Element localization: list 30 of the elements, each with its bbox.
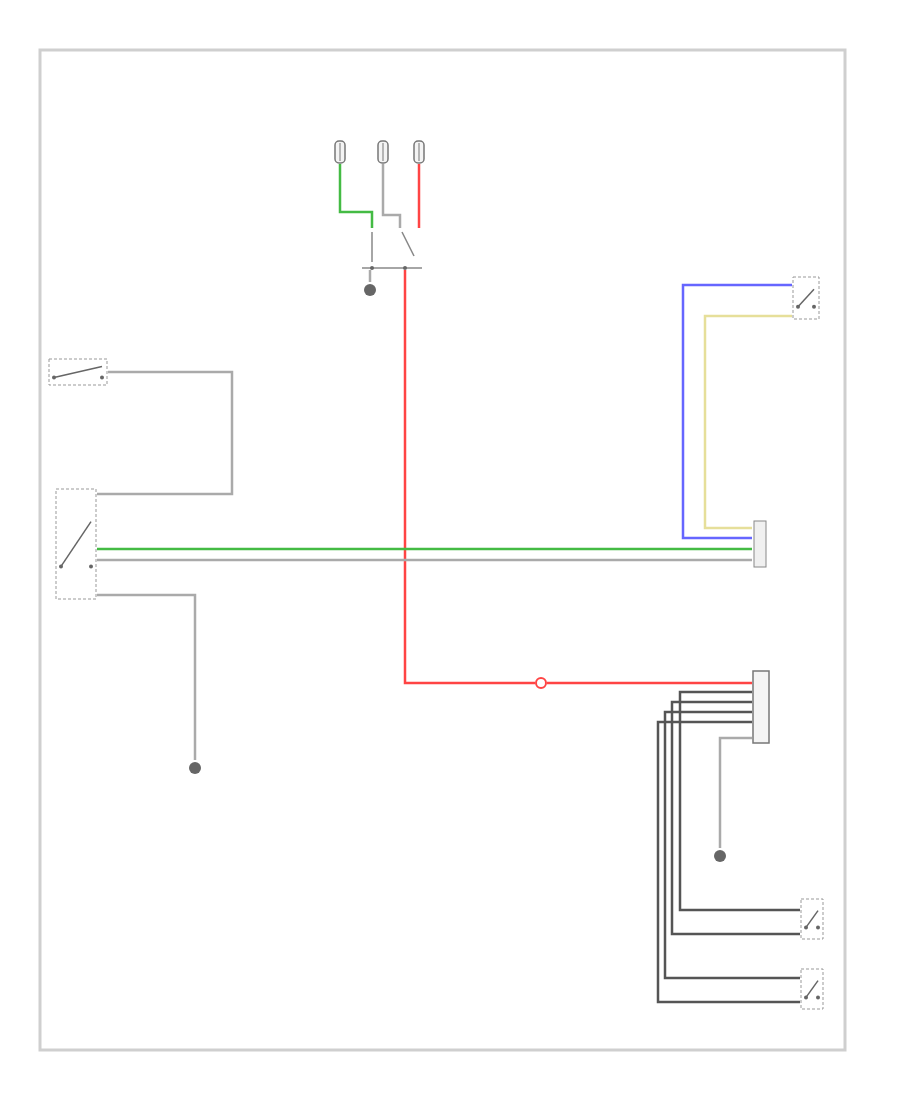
- wire: [678, 690, 800, 912]
- wire: [381, 164, 402, 228]
- switch-symbol: [48, 358, 108, 386]
- wire: [97, 370, 234, 496]
- wire: [656, 720, 800, 1004]
- wire: [417, 164, 421, 228]
- wire: [703, 314, 792, 530]
- switch-symbol: [55, 488, 97, 600]
- wire: [663, 710, 800, 980]
- connector-symbol: [752, 520, 768, 568]
- fuse-symbol: [334, 140, 346, 164]
- wire: [547, 681, 752, 685]
- switch-symbol: [800, 968, 824, 1010]
- splice-dot: [535, 677, 547, 689]
- wire: [97, 558, 752, 562]
- wire: [97, 547, 752, 551]
- switch-symbol: [792, 276, 820, 320]
- fuse-symbol: [413, 140, 425, 164]
- ground-symbol: [362, 282, 378, 298]
- wire: [97, 593, 197, 760]
- ground-symbol: [187, 760, 203, 776]
- wire: [670, 700, 800, 936]
- wire: [338, 164, 374, 228]
- module-symbol: [752, 670, 770, 744]
- fuse-symbol: [377, 140, 389, 164]
- ground-symbol: [712, 848, 728, 864]
- wire: [403, 270, 535, 685]
- wire: [681, 283, 792, 540]
- wire: [718, 736, 752, 848]
- switch-symbol: [800, 898, 824, 940]
